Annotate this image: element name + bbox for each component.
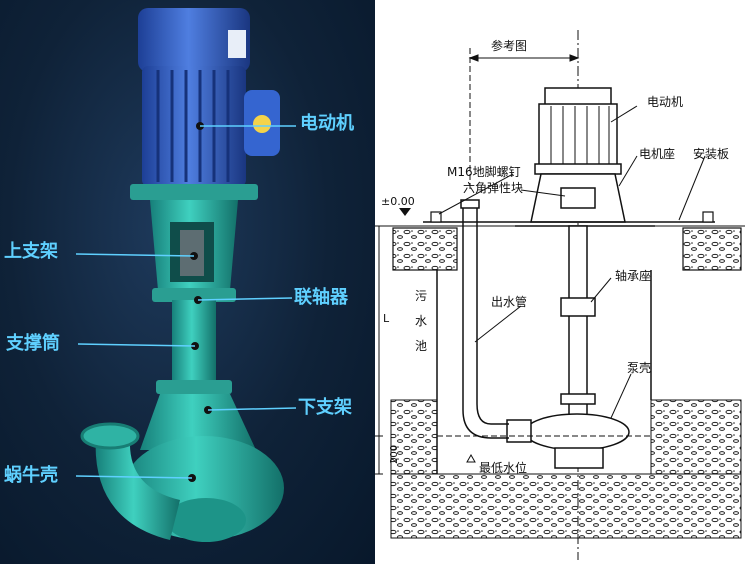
pump-photo-illustration	[75, 8, 297, 542]
callout-lines	[75, 125, 297, 479]
tank-bottom-slab	[390, 473, 742, 539]
label-pump-casing: 泵壳	[627, 361, 651, 375]
label-dim-200: 200	[389, 445, 400, 464]
label-upper-bracket: 上支架	[4, 241, 58, 262]
installation-drawing-panel: ±0.00	[375, 0, 750, 564]
label-bearing-seat: 轴承座	[615, 268, 651, 283]
leader-lines	[438, 105, 706, 419]
left-foundation	[392, 227, 458, 271]
motor-nameplate	[228, 30, 246, 58]
label-level-zero: ±0.00	[381, 195, 415, 208]
level-zero-marker	[399, 208, 411, 216]
right-foundation	[682, 227, 742, 271]
volute-inlet	[166, 498, 246, 542]
min-water-level-marker	[466, 453, 476, 463]
tube-flange	[156, 380, 232, 394]
tank-right-wall-base	[650, 399, 742, 475]
pump-shaft-column	[560, 225, 596, 423]
installation-drawing: ±0.00	[375, 30, 745, 560]
label-dim-l: L	[383, 312, 390, 325]
motor-body	[142, 66, 246, 186]
pump-photo-panel: 电动机 上支架 联轴器 支撑筒 下支架 蜗牛壳	[0, 0, 375, 564]
lower-bracket	[140, 394, 256, 450]
label-motor-seat: 电机座	[639, 146, 675, 161]
water-level-lines	[437, 435, 651, 475]
label-volute: 蜗牛壳	[4, 465, 58, 486]
discharge-elbow	[95, 434, 180, 540]
label-support-tube: 支撑筒	[6, 333, 60, 354]
drawing-pump-casing	[506, 413, 630, 469]
label-coupling: 联轴器	[294, 287, 348, 308]
outlet-pipe	[460, 199, 509, 439]
motor-fan-cap	[138, 8, 250, 72]
support-tube	[172, 300, 216, 384]
motor-flange	[130, 184, 258, 200]
label-lower-bracket: 下支架	[298, 397, 352, 418]
terminal-box-label-icon	[253, 115, 271, 133]
dimension-lines	[375, 225, 383, 475]
label-drawing-motor: 电动机	[647, 95, 683, 109]
label-sewage-tank-2: 水	[415, 314, 427, 328]
label-sewage-tank-3: 池	[415, 339, 427, 353]
bracket-flange	[152, 288, 236, 302]
label-mount-plate: 安装板	[693, 146, 729, 161]
discharge-flange	[80, 422, 140, 450]
label-outlet-pipe: 出水管	[491, 294, 527, 309]
label-elastic-block: 六角弹性块	[463, 181, 523, 195]
drawing-motor	[530, 87, 626, 223]
label-sewage-tank-1: 污	[415, 289, 427, 303]
label-reference: 参考图	[491, 38, 527, 53]
anchor-bolts	[430, 211, 714, 223]
label-min-water-level: 最低水位	[479, 460, 527, 475]
label-bolt: M16地脚螺钉	[447, 164, 521, 179]
tank-left-wall-base	[390, 399, 438, 475]
label-motor: 电动机	[300, 113, 354, 134]
